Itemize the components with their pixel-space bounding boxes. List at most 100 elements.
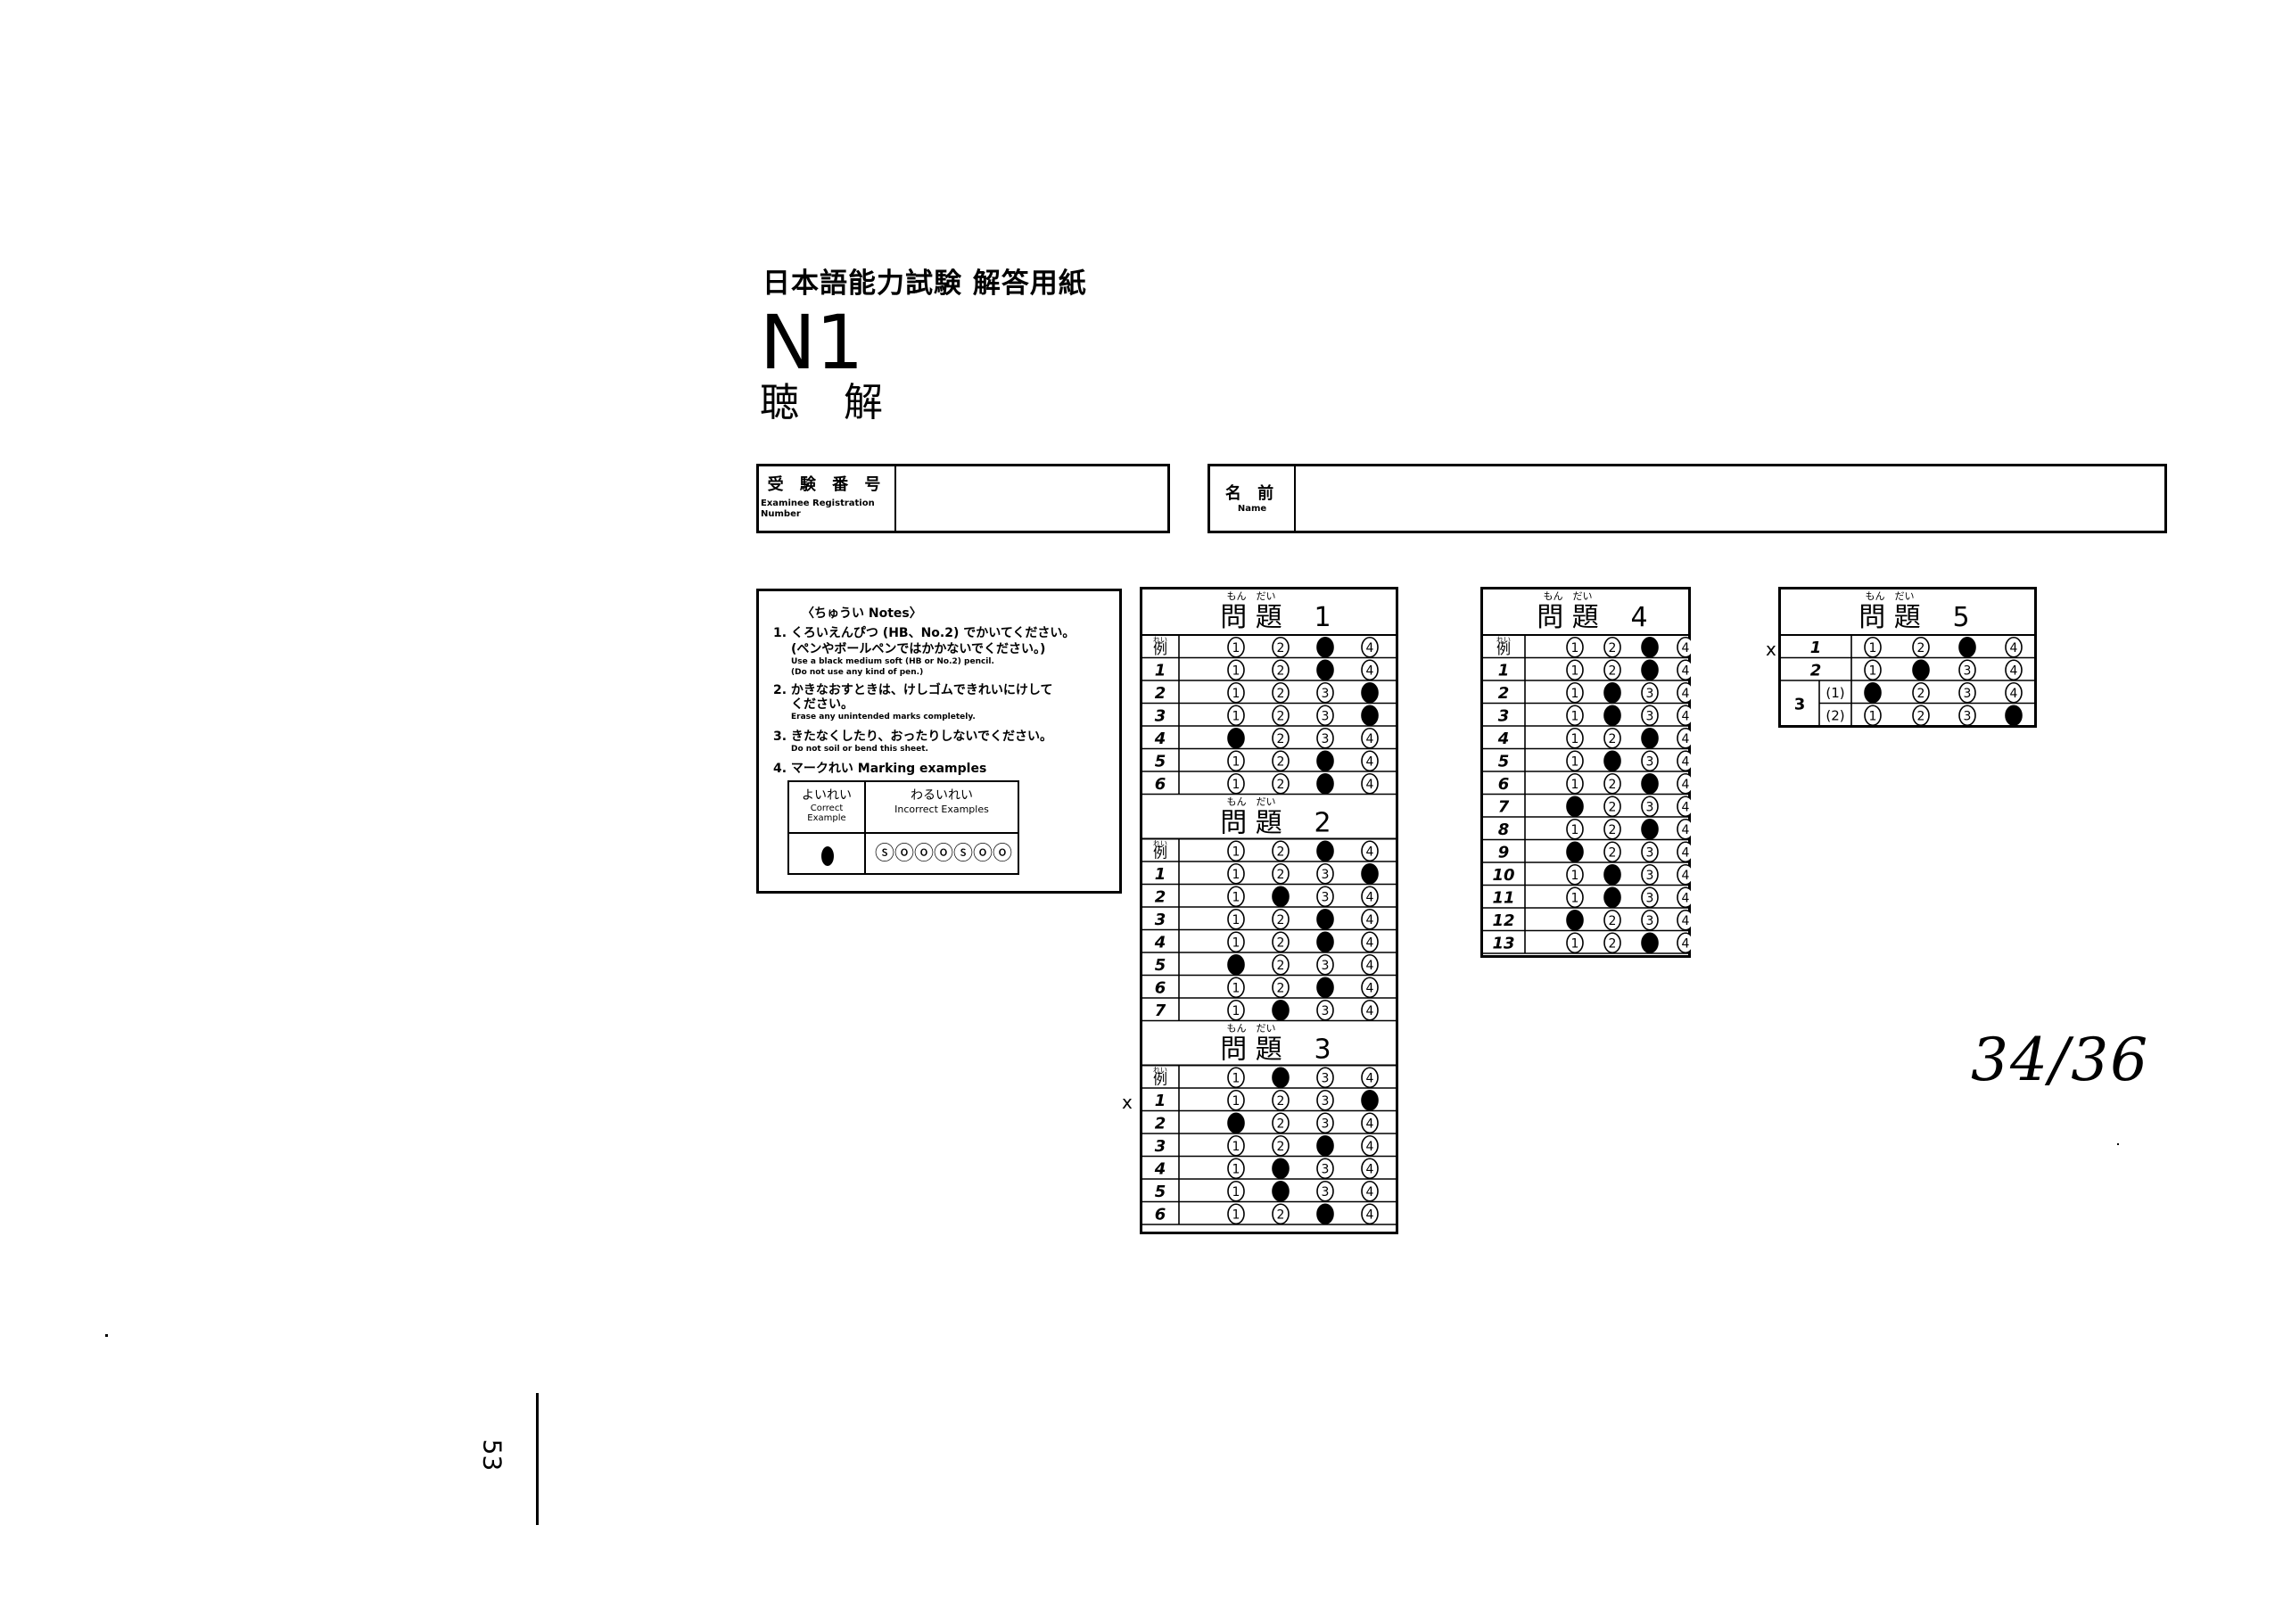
- answer-bubble[interactable]: 3: [1958, 659, 1976, 681]
- answer-bubble[interactable]: 3: [1316, 1089, 1334, 1111]
- answer-bubble[interactable]: 4: [1677, 750, 1694, 772]
- answer-bubble[interactable]: 1: [1227, 1134, 1245, 1157]
- answer-bubble[interactable]: 1: [1864, 636, 1882, 658]
- answer-bubble[interactable]: 4: [1361, 840, 1379, 862]
- answer-bubble[interactable]: 4: [1677, 841, 1694, 863]
- answer-bubble[interactable]: 3: [1316, 1158, 1334, 1180]
- answer-bubble[interactable]: 1: [1227, 772, 1245, 795]
- answer-bubble[interactable]: 1: [1227, 750, 1245, 772]
- answer-bubble[interactable]: 4: [1361, 1067, 1379, 1089]
- answer-bubble[interactable]: 4: [1361, 999, 1379, 1021]
- answer-bubble[interactable]: 1: [1566, 705, 1584, 727]
- answer-bubble[interactable]: 2: [1912, 705, 1930, 727]
- answer-bubble-filled[interactable]: [1603, 705, 1621, 727]
- answer-bubble[interactable]: 2: [1272, 659, 1290, 681]
- answer-bubble[interactable]: 4: [1677, 636, 1694, 658]
- answer-bubble[interactable]: 2: [1272, 931, 1290, 953]
- answer-bubble[interactable]: 1: [1227, 636, 1245, 658]
- answer-bubble[interactable]: 2: [1603, 932, 1621, 954]
- answer-bubble[interactable]: 4: [1677, 659, 1694, 681]
- answer-bubble-filled[interactable]: [1316, 977, 1334, 999]
- answer-bubble[interactable]: 3: [1316, 953, 1334, 976]
- answer-bubble[interactable]: 4: [1677, 681, 1694, 704]
- answer-bubble[interactable]: 2: [1272, 1089, 1290, 1111]
- answer-bubble[interactable]: 1: [1227, 1089, 1245, 1111]
- answer-bubble[interactable]: 3: [1641, 886, 1659, 909]
- answer-bubble[interactable]: 4: [1361, 953, 1379, 976]
- answer-bubble[interactable]: 3: [1641, 681, 1659, 704]
- answer-bubble[interactable]: 1: [1566, 681, 1584, 704]
- answer-bubble[interactable]: 3: [1641, 909, 1659, 931]
- answer-bubble[interactable]: 3: [1316, 705, 1334, 727]
- answer-bubble[interactable]: 1: [1227, 931, 1245, 953]
- answer-bubble-filled[interactable]: [1272, 999, 1290, 1021]
- answer-bubble-filled[interactable]: [1316, 1134, 1334, 1157]
- answer-bubble-filled[interactable]: [1641, 932, 1659, 954]
- answer-bubble[interactable]: 4: [1361, 1134, 1379, 1157]
- answer-bubble[interactable]: 1: [1227, 999, 1245, 1021]
- answer-bubble[interactable]: 3: [1641, 750, 1659, 772]
- name-input[interactable]: [1296, 466, 2164, 531]
- answer-bubble-filled[interactable]: [1603, 681, 1621, 704]
- answer-bubble-filled[interactable]: [1641, 659, 1659, 681]
- answer-bubble[interactable]: 2: [1272, 1112, 1290, 1134]
- answer-bubble-filled[interactable]: [1603, 750, 1621, 772]
- answer-bubble[interactable]: 1: [1566, 772, 1584, 795]
- answer-bubble[interactable]: 4: [1677, 796, 1694, 818]
- answer-bubble[interactable]: 4: [1677, 886, 1694, 909]
- answer-bubble-filled[interactable]: [1361, 862, 1379, 885]
- answer-bubble[interactable]: 2: [1272, 862, 1290, 885]
- answer-bubble-filled[interactable]: [1641, 818, 1659, 840]
- answer-bubble-filled[interactable]: [1316, 931, 1334, 953]
- answer-bubble[interactable]: 3: [1316, 727, 1334, 749]
- answer-bubble[interactable]: 1: [1227, 1203, 1245, 1225]
- registration-input[interactable]: [896, 466, 1167, 531]
- answer-bubble-filled[interactable]: [1272, 1158, 1290, 1180]
- answer-bubble-filled[interactable]: [1958, 636, 1976, 658]
- answer-bubble[interactable]: 1: [1864, 659, 1882, 681]
- answer-bubble[interactable]: 2: [1603, 796, 1621, 818]
- answer-bubble[interactable]: 2: [1272, 727, 1290, 749]
- answer-bubble-filled[interactable]: [1912, 659, 1930, 681]
- answer-bubble[interactable]: 1: [1566, 863, 1584, 886]
- answer-bubble[interactable]: 4: [1361, 977, 1379, 999]
- answer-bubble[interactable]: 4: [1361, 727, 1379, 749]
- answer-bubble[interactable]: 1: [1227, 705, 1245, 727]
- answer-bubble[interactable]: 1: [1227, 908, 1245, 930]
- answer-bubble[interactable]: 3: [1958, 705, 1976, 727]
- answer-bubble-filled[interactable]: [1316, 636, 1334, 658]
- answer-bubble[interactable]: 2: [1603, 909, 1621, 931]
- answer-bubble-filled[interactable]: [1566, 841, 1584, 863]
- answer-bubble-filled[interactable]: [2005, 705, 2023, 727]
- answer-bubble[interactable]: 1: [1227, 659, 1245, 681]
- answer-bubble[interactable]: 3: [1316, 1067, 1334, 1089]
- answer-bubble-filled[interactable]: [1603, 886, 1621, 909]
- answer-bubble[interactable]: 1: [1227, 681, 1245, 704]
- answer-bubble-filled[interactable]: [1641, 636, 1659, 658]
- answer-bubble[interactable]: 1: [1227, 1067, 1245, 1089]
- answer-bubble[interactable]: 4: [1361, 636, 1379, 658]
- answer-bubble[interactable]: 4: [1361, 1112, 1379, 1134]
- answer-bubble[interactable]: 4: [1677, 863, 1694, 886]
- answer-bubble[interactable]: 4: [1361, 908, 1379, 930]
- answer-bubble[interactable]: 1: [1864, 705, 1882, 727]
- answer-bubble[interactable]: 1: [1227, 840, 1245, 862]
- answer-bubble[interactable]: 4: [1361, 1203, 1379, 1225]
- answer-bubble-filled[interactable]: [1566, 909, 1584, 931]
- answer-bubble[interactable]: 4: [2005, 636, 2023, 658]
- answer-bubble[interactable]: 4: [2005, 681, 2023, 704]
- answer-bubble[interactable]: 2: [1603, 772, 1621, 795]
- answer-bubble[interactable]: 3: [1641, 705, 1659, 727]
- answer-bubble[interactable]: 2: [1272, 681, 1290, 704]
- answer-bubble[interactable]: 1: [1227, 862, 1245, 885]
- answer-bubble[interactable]: 1: [1227, 1158, 1245, 1180]
- answer-bubble[interactable]: 2: [1603, 636, 1621, 658]
- answer-bubble[interactable]: 3: [1316, 1180, 1334, 1202]
- answer-bubble-filled[interactable]: [1316, 772, 1334, 795]
- answer-bubble[interactable]: 3: [1316, 862, 1334, 885]
- answer-bubble[interactable]: 1: [1566, 750, 1584, 772]
- answer-bubble[interactable]: 2: [1272, 750, 1290, 772]
- answer-bubble[interactable]: 1: [1227, 886, 1245, 908]
- answer-bubble[interactable]: 3: [1316, 681, 1334, 704]
- answer-bubble-filled[interactable]: [1316, 908, 1334, 930]
